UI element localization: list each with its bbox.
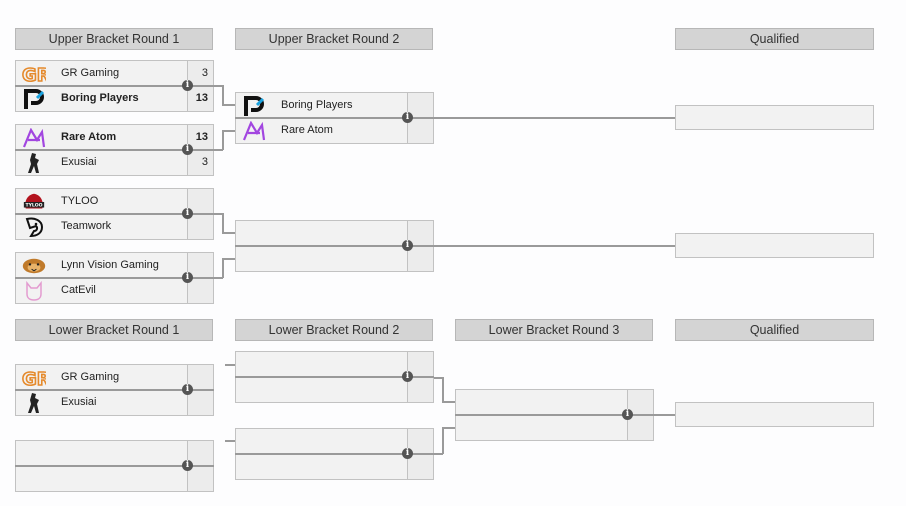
match-info-icon[interactable]: i [182,80,193,91]
qualified-slot-upper-2[interactable] [675,233,874,258]
match-lower-r3-1[interactable]: i [455,389,654,441]
boring-players-logo [242,95,266,116]
rare-atom-logo [242,120,266,141]
team-slot[interactable] [15,466,188,492]
gr-gaming-logo: GR [22,367,46,388]
match-info-icon[interactable]: i [182,272,193,283]
team-score [627,415,654,441]
team-slot[interactable] [235,246,408,272]
team-name: CatEvil [61,284,96,296]
team-slot[interactable]: TYLOO TYLOO [15,188,188,214]
match-upper-r1-3[interactable]: TYLOO TYLOO Teamwork i [15,188,214,240]
team-name: Exusiai [61,156,97,168]
header-lower-qualified: Qualified [675,319,874,341]
team-score [187,214,214,240]
team-slot[interactable] [235,377,408,403]
team-name: Rare Atom [281,124,333,136]
match-info-icon[interactable]: i [182,384,193,395]
rare-atom-logo [22,127,46,148]
team-slot[interactable]: Exusiai [15,150,188,176]
match-upper-r2-2[interactable]: i [235,220,434,272]
exusiai-logo [22,392,46,413]
team-score [407,454,434,480]
header-upper-qualified: Qualified [675,28,874,50]
match-lower-r2-1[interactable]: i [235,351,434,403]
tyloo-logo: TYLOO [22,191,46,212]
match-lower-r2-2[interactable]: i [235,428,434,480]
team-slot[interactable] [455,415,628,441]
team-slot[interactable] [235,454,408,480]
team-slot[interactable]: GR GR Gaming [15,364,188,390]
team-name: Rare Atom [61,131,117,143]
team-slot[interactable] [15,440,188,466]
match-info-icon[interactable]: i [182,144,193,155]
match-upper-r2-1[interactable]: Boring Players Rare Atom i [235,92,434,144]
exusiai-logo [22,152,46,173]
team-score: 3 [187,150,214,176]
team-slot[interactable]: GR GR Gaming [15,60,188,86]
qualified-slot-lower-1[interactable] [675,402,874,427]
match-upper-r1-4[interactable]: Lynn Vision Gaming CatEvil i [15,252,214,304]
team-score [407,118,434,144]
team-name: GR Gaming [61,371,120,383]
team-score [407,377,434,403]
header-lower-round-1: Lower Bracket Round 1 [15,319,213,341]
team-score [407,92,434,118]
team-name: GR Gaming [61,67,120,79]
gr-gaming-logo: GR [22,63,46,84]
match-info-icon[interactable]: i [402,240,413,251]
svg-text:TYLOO: TYLOO [25,202,42,208]
team-slot[interactable]: Boring Players [235,92,408,118]
team-name: Lynn Vision Gaming [61,259,159,271]
match-info-icon[interactable]: i [182,208,193,219]
match-upper-r1-2[interactable]: Rare Atom 13 Exusiai 3 i [15,124,214,176]
team-slot[interactable]: Lynn Vision Gaming [15,252,188,278]
team-slot[interactable] [235,220,408,246]
teamwork-logo [22,216,46,237]
team-score [187,466,214,492]
team-score: 13 [187,86,214,112]
svg-text:GR: GR [22,369,46,388]
header-lower-round-2: Lower Bracket Round 2 [235,319,433,341]
team-name: Teamwork [61,220,112,232]
match-info-icon[interactable]: i [182,460,193,471]
header-upper-round-2: Upper Bracket Round 2 [235,28,433,50]
team-slot[interactable] [455,389,628,415]
team-score [407,246,434,272]
team-name: Boring Players [61,92,139,104]
team-slot[interactable]: Rare Atom [235,118,408,144]
lynn-vision-logo [22,255,46,276]
team-slot[interactable] [235,428,408,454]
team-slot[interactable]: CatEvil [15,278,188,304]
match-upper-r1-1[interactable]: GR GR Gaming 3 Boring Players 13 i [15,60,214,112]
header-upper-round-1: Upper Bracket Round 1 [15,28,213,50]
boring-players-logo [22,88,46,109]
team-slot[interactable]: Exusiai [15,390,188,416]
team-name: Exusiai [61,396,97,408]
match-info-icon[interactable]: i [622,409,633,420]
catevil-logo [22,280,46,301]
team-name: Boring Players [281,99,353,111]
match-info-icon[interactable]: i [402,448,413,459]
qualified-slot-upper-1[interactable] [675,105,874,130]
svg-text:GR: GR [22,65,46,84]
team-score [187,390,214,416]
team-slot[interactable]: Boring Players [15,86,188,112]
header-lower-round-3: Lower Bracket Round 3 [455,319,653,341]
team-slot[interactable]: Teamwork [15,214,188,240]
team-name: TYLOO [61,195,99,207]
match-lower-r1-2[interactable]: i [15,440,214,492]
team-slot[interactable] [235,351,408,377]
match-info-icon[interactable]: i [402,371,413,382]
team-slot[interactable]: Rare Atom [15,124,188,150]
team-score [187,278,214,304]
match-lower-r1-1[interactable]: GR GR Gaming Exusiai i [15,364,214,416]
match-info-icon[interactable]: i [402,112,413,123]
